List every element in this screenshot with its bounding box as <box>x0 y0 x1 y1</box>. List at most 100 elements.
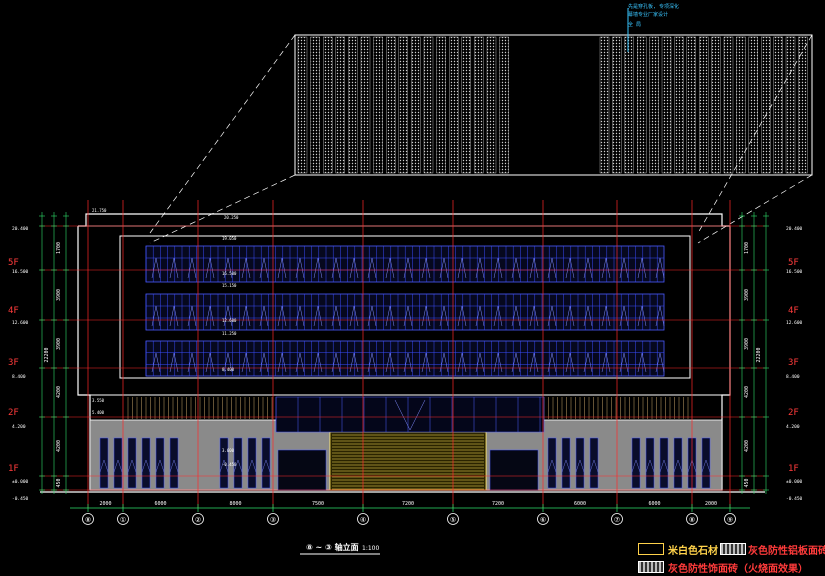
interior-level: 3.550 <box>92 398 105 403</box>
legend-swatch-tile <box>638 561 664 573</box>
axis-bubble <box>447 513 459 525</box>
panel-mark <box>457 352 467 373</box>
ground-window-mark <box>113 459 123 473</box>
floor-label-right: 2F <box>788 408 799 418</box>
floor-label-left: 5F <box>8 258 19 268</box>
perf-strip <box>411 36 421 174</box>
dim-left-value: 3900 <box>56 338 62 350</box>
axis-bubble <box>267 513 279 525</box>
floor-label-left: 4F <box>8 306 19 316</box>
panel-mark <box>601 257 611 279</box>
ground-window-mark <box>233 459 243 473</box>
ground-window-mark <box>631 459 641 473</box>
panel-mark <box>259 352 269 373</box>
panel-mark <box>475 352 485 373</box>
panel-mark <box>223 305 233 327</box>
perf-strip <box>649 36 659 174</box>
legend-label-stone: 米白色石材 <box>668 546 718 557</box>
panel-mark <box>493 257 503 279</box>
panel-mark <box>349 305 359 327</box>
perf-strip <box>323 36 333 174</box>
perf-strip <box>474 36 484 174</box>
floor-label-left: 3F <box>8 358 19 368</box>
panel-mark <box>277 305 287 327</box>
legend-label-tile: 灰色防性饰面砖（火烧面效果） <box>668 564 808 575</box>
panel-mark <box>259 305 269 327</box>
panel-mark <box>367 352 377 373</box>
axis-bubble <box>192 513 204 525</box>
perf-strip <box>686 36 696 174</box>
dim-left-value: 4200 <box>56 386 62 398</box>
floor-label-right: 5F <box>788 258 799 268</box>
dim-left-value: 3900 <box>56 289 62 301</box>
level-left: 12.600 <box>12 320 29 326</box>
perf-strip <box>398 36 408 174</box>
axis-label: ③ <box>270 516 276 524</box>
perf-strip <box>423 36 434 174</box>
perf-strip <box>449 36 459 174</box>
floor-label-left: 2F <box>8 408 19 418</box>
panel-mark <box>313 305 323 327</box>
drawing-title: ⑧ ~ ③ 轴立面 <box>306 542 359 552</box>
ground-window <box>233 437 243 489</box>
panel-mark <box>277 257 287 279</box>
ground-window <box>247 437 257 489</box>
axis-label: ⑥ <box>540 516 546 524</box>
dim-right-value: 1700 <box>744 242 750 254</box>
axis-label: ⑤ <box>450 516 456 524</box>
axis-dimension: 6000 <box>154 501 166 507</box>
panel-mark <box>385 305 395 327</box>
dim-right-value: 3900 <box>744 289 750 301</box>
ground-window-mark <box>155 459 165 473</box>
ground-floor <box>40 396 765 493</box>
dim-right-value: 4200 <box>744 440 750 452</box>
ground-window-mark <box>99 459 109 473</box>
panel-mark <box>295 257 305 279</box>
ground-window-mark <box>547 459 557 473</box>
axis-label: ⑨ <box>727 516 733 524</box>
interior-level: 11.250 <box>222 331 237 336</box>
perf-strip <box>699 36 709 174</box>
level-left: -0.450 <box>12 496 29 502</box>
detail-leader-left-2 <box>149 174 296 244</box>
level-left: ±0.000 <box>12 479 29 485</box>
perf-strip <box>736 36 746 174</box>
panel-mark <box>439 305 449 327</box>
ground-window <box>589 437 599 489</box>
interior-level: 19.050 <box>222 236 237 241</box>
panel-mark <box>511 352 521 373</box>
perf-strip <box>785 36 796 174</box>
panel-mark <box>475 305 485 327</box>
ground-window <box>155 437 165 489</box>
panel-mark <box>583 352 593 373</box>
panel-mark <box>169 305 179 327</box>
panel-mark <box>187 352 197 373</box>
panel-mark <box>493 305 503 327</box>
ground-window-mark <box>659 459 669 473</box>
panel-mark <box>169 352 179 373</box>
ground-window <box>141 437 151 489</box>
panel-mark <box>205 352 215 373</box>
level-right: 4.200 <box>786 424 800 430</box>
legend-swatch-aluminum <box>720 543 746 555</box>
axis-dimension: 7200 <box>402 501 414 507</box>
axis-label: ⑧ <box>85 516 91 524</box>
panel-mark <box>439 352 449 373</box>
panel-mark <box>241 305 251 327</box>
top-note-2: 幕墙专业厂家设计 <box>628 11 668 18</box>
panel-mark <box>457 257 467 279</box>
panel-mark <box>331 257 341 279</box>
axis-grid <box>40 200 765 508</box>
panel-mark <box>331 352 341 373</box>
dim-total-left: 22200 <box>44 347 50 362</box>
panel-mark <box>583 305 593 327</box>
axis-bubble <box>537 513 549 525</box>
panel-mark <box>295 352 305 373</box>
interior-level: 5.400 <box>92 410 105 415</box>
drawing-title-block: ⑧ ~ ③ 轴立面 1:100 <box>300 542 380 555</box>
interior-level: 16.500 <box>222 271 237 276</box>
entrance-left <box>277 449 327 491</box>
interior-level: 21.750 <box>92 208 107 213</box>
panel-mark <box>529 305 539 327</box>
